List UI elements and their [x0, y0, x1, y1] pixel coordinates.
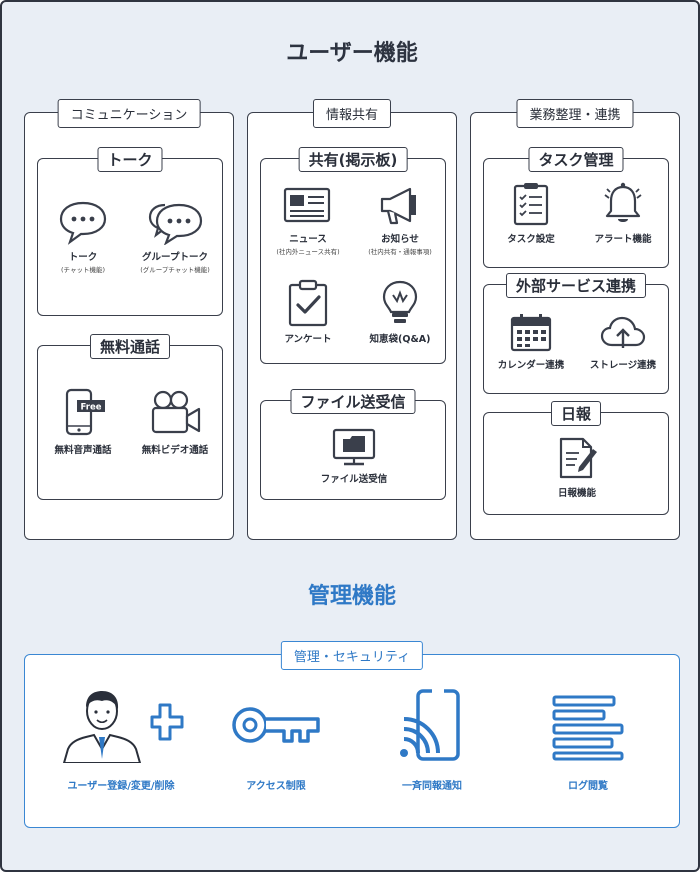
- log-view-item: ログ閲覧: [533, 689, 643, 792]
- lightbulb-icon: [382, 280, 418, 323]
- calendar-sync-item: カレンダー連携: [486, 313, 576, 371]
- smartphone-icon: Free: [65, 388, 105, 436]
- user-functions-title: ユーザー機能: [286, 41, 418, 66]
- file-transfer-label: ファイル送受信: [320, 474, 388, 485]
- qa-item: 知恵袋(Q&A): [355, 279, 445, 345]
- file-transfer-item: ファイル送受信: [261, 427, 447, 485]
- daily-report-item: 日報機能: [484, 435, 670, 499]
- broadcast-notify-label: 一斉同報通知: [402, 781, 462, 792]
- talk-label: トーク: [68, 252, 98, 263]
- task-setting-label: タスク設定: [507, 234, 555, 245]
- storage-sync-label: ストレージ連携: [589, 360, 657, 371]
- talk-item: トーク (チャット機能): [40, 199, 126, 274]
- talk-sub: (チャット機能): [60, 266, 105, 274]
- admin-functions-title: 管理機能: [307, 584, 396, 609]
- card-board-label: 共有(掲示板): [298, 147, 408, 172]
- access-restriction-label: アクセス制限: [246, 781, 306, 792]
- storage-sync-item: ストレージ連携: [578, 313, 668, 371]
- alert-item: アラート機能: [578, 181, 668, 245]
- log-view-label: ログ閲覧: [568, 781, 608, 792]
- news-label: ニュース: [289, 234, 327, 245]
- video-camera-icon: [151, 390, 201, 434]
- broadcast-icon: [400, 689, 460, 761]
- admin-security-label: 管理・セキュリティ: [280, 641, 424, 670]
- monitor-folder-icon: [332, 428, 376, 466]
- free-voice-call-item: Free 無料音声通話: [40, 388, 126, 456]
- card-daily-report-label: 日報: [550, 401, 602, 426]
- card-task-label: タスク管理: [528, 147, 624, 172]
- broadcast-notify-item: 一斉同報通知: [377, 689, 487, 792]
- notice-label: お知らせ: [381, 234, 419, 245]
- news-sub: (社内外ニュース共有): [276, 248, 340, 256]
- column-business: 業務整理・連携 タスク管理 タスク設定: [470, 99, 680, 540]
- column-info-share-label: 情報共有: [312, 99, 392, 128]
- card-external: 外部サービス連携 カレンダー連携 ストレージ連携: [483, 273, 669, 394]
- alert-label: アラート機能: [594, 234, 652, 245]
- card-external-label: 外部サービス連携: [505, 273, 647, 298]
- clipboard-check-icon: [288, 279, 328, 327]
- group-chat-icon: [148, 203, 203, 245]
- qa-label: 知恵袋(Q&A): [369, 334, 431, 345]
- card-task: タスク管理 タスク設定: [483, 147, 669, 268]
- notice-sub: (社内共有・通報事項): [368, 248, 432, 256]
- survey-item: アンケート: [263, 279, 353, 345]
- column-communication: コミュニケーション トーク トーク (チャット機能) グループトーク (グループ…: [24, 99, 234, 540]
- free-voice-call-label: 無料音声通話: [54, 445, 112, 456]
- log-list-icon: [552, 695, 624, 761]
- chat-bubble-icon: [59, 201, 107, 245]
- free-video-call-item: 無料ビデオ通話: [130, 388, 220, 456]
- column-business-label: 業務整理・連携: [516, 99, 634, 128]
- column-info-share: 情報共有 共有(掲示板) ニュース (社内外ニュース共有): [247, 99, 457, 540]
- card-board: 共有(掲示板) ニュース (社内外ニュース共有): [260, 147, 446, 364]
- daily-report-label: 日報機能: [557, 488, 596, 499]
- card-talk-label: トーク: [97, 147, 163, 172]
- calendar-icon: [510, 314, 552, 352]
- column-communication-label: コミュニケーション: [57, 99, 201, 128]
- card-file: ファイル送受信 ファイル送受信: [260, 389, 447, 500]
- free-video-call-label: 無料ビデオ通話: [141, 445, 209, 456]
- newspaper-icon: [283, 187, 331, 223]
- user-add-icon: [62, 691, 184, 763]
- group-talk-sub: (グループチャット機能): [140, 266, 210, 274]
- survey-label: アンケート: [284, 334, 332, 345]
- user-management-label: ユーザー登録/変更/削除: [67, 781, 175, 792]
- calendar-sync-label: カレンダー連携: [497, 360, 565, 371]
- card-talk: トーク トーク (チャット機能) グループトーク (グループチャット機能): [37, 147, 223, 316]
- user-management-item: ユーザー登録/変更/削除: [41, 689, 201, 792]
- news-item: ニュース (社内外ニュース共有): [263, 185, 353, 256]
- cloud-upload-icon: [600, 316, 646, 348]
- group-talk-item: グループトーク (グループチャット機能): [128, 199, 222, 274]
- bell-icon: [604, 182, 642, 222]
- megaphone-icon: [380, 187, 416, 225]
- card-free-call: 無料通話 Free 無料音声通話 無料ビデオ通話: [37, 334, 223, 500]
- group-talk-label: グループトーク: [142, 252, 208, 263]
- card-file-label: ファイル送受信: [290, 389, 416, 414]
- access-restriction-item: アクセス制限: [221, 689, 331, 792]
- notice-item: お知らせ (社内共有・通報事項): [355, 185, 445, 256]
- document-pen-icon: [559, 437, 597, 479]
- task-setting-item: タスク設定: [486, 181, 576, 245]
- card-daily-report: 日報 日報機能: [483, 401, 670, 515]
- checklist-icon: [513, 183, 549, 226]
- card-free-call-label: 無料通話: [89, 334, 171, 359]
- admin-security-box: 管理・セキュリティ ユーザー登録/変更/削除 アクセス制限: [24, 641, 680, 828]
- free-badge: Free: [81, 403, 102, 413]
- key-icon: [232, 707, 320, 743]
